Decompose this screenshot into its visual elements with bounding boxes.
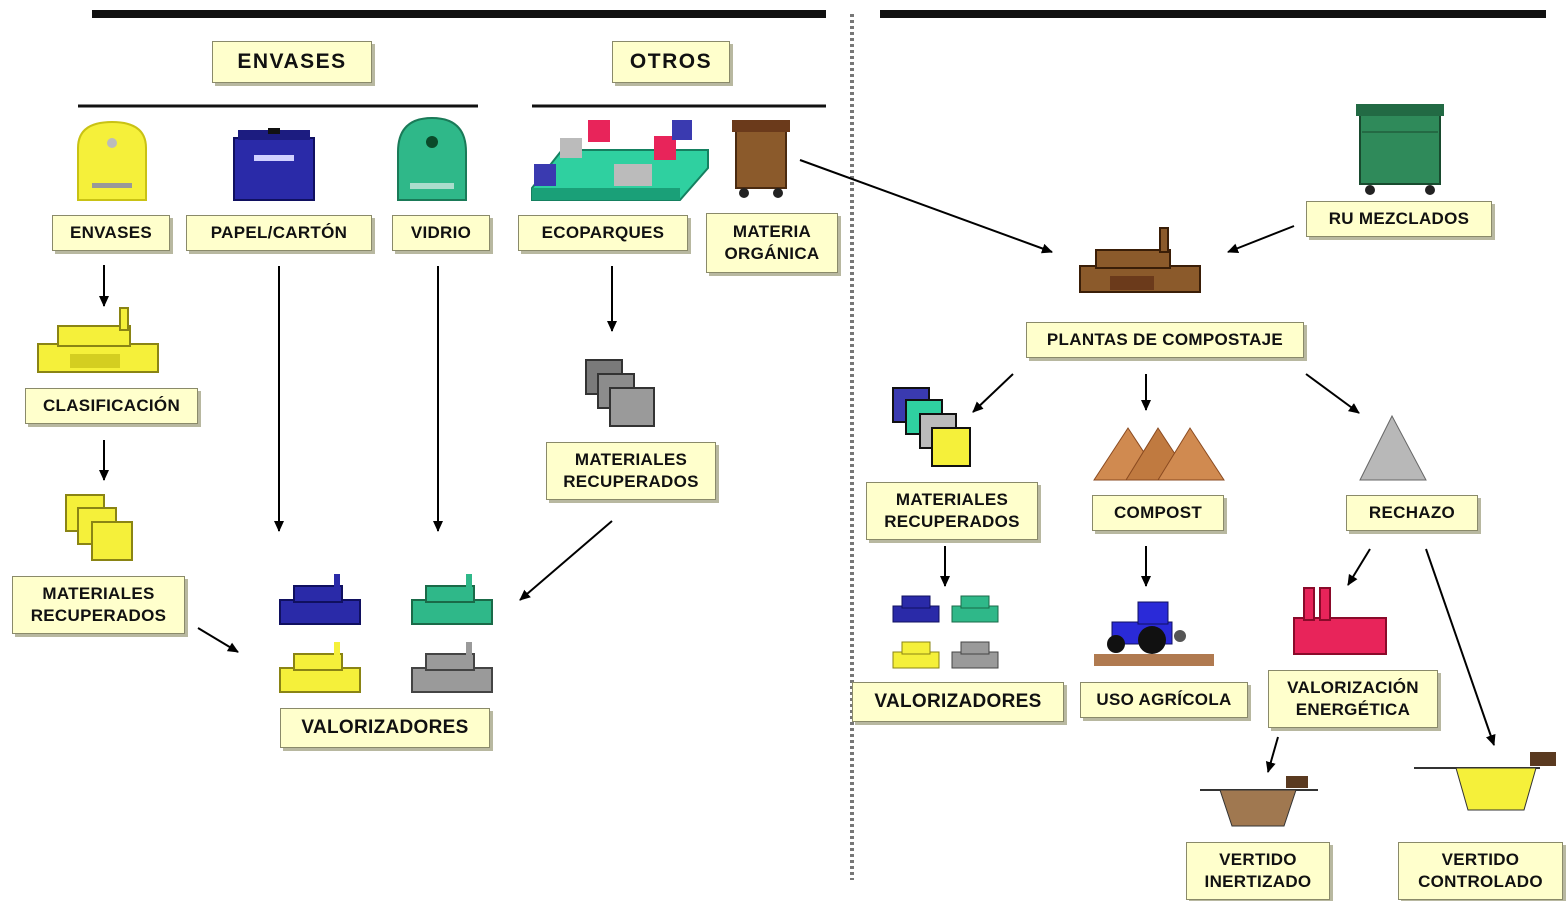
- recovered-cubes-icon: [65, 494, 133, 561]
- tractor-icon: [1094, 601, 1214, 666]
- label-valorizacion-energetica: VALORIZACIÓN ENERGÉTICA: [1268, 670, 1438, 728]
- arrow-rechazo-vertido-controlado: [1425, 548, 1496, 746]
- arrow-organica-plantas: [799, 159, 1053, 254]
- label-materia-organica: MATERIA ORGÁNICA: [706, 213, 838, 273]
- compost-pile-icon: [1093, 427, 1225, 481]
- energy-plant-icon: [1293, 587, 1387, 655]
- label-materiales-recuperados-ecoparques: MATERIALES RECUPERADOS: [546, 442, 716, 500]
- blue-plant-small-icon: [892, 595, 940, 623]
- label-valorizadores-right: VALORIZADORES: [852, 682, 1064, 722]
- label-papel-carton: PAPEL/CARTÓN: [186, 215, 372, 251]
- label-materiales-recuperados-right: MATERIALES RECUPERADOS: [866, 482, 1038, 540]
- colored-cubes-icon: [892, 387, 971, 467]
- blue-bin-icon: [233, 128, 315, 201]
- label-vidrio: VIDRIO: [392, 215, 490, 251]
- arrow-plantas-materiales: [972, 373, 1014, 413]
- yellow-bin-icon: [77, 120, 147, 201]
- arrow-materiales-valorizadores: [519, 520, 613, 601]
- green-bin-icon: [397, 116, 467, 201]
- gray-plant-small-icon: [951, 641, 999, 669]
- label-envases: ENVASES: [52, 215, 170, 251]
- top-bar-right: [880, 10, 1546, 18]
- green-plant-icon: [411, 574, 493, 625]
- label-valorizadores-left: VALORIZADORES: [280, 708, 490, 748]
- arrow-rechazo-energetica: [1347, 548, 1371, 586]
- label-clasificacion: CLASIFICACIÓN: [25, 388, 198, 424]
- controlled-landfill-icon: [1414, 752, 1556, 811]
- blue-plant-icon: [279, 574, 361, 625]
- composting-plant-icon: [1079, 227, 1201, 293]
- green-container-icon: [1356, 104, 1444, 195]
- gray-cubes-icon: [585, 359, 655, 427]
- label-uso-agricola: USO AGRÍCOLA: [1080, 682, 1248, 718]
- classification-plant-icon: [37, 307, 159, 373]
- top-bar-left: [92, 10, 826, 18]
- header-envases: ENVASES: [212, 41, 372, 83]
- arrow-materiales-valorizadores-left: [197, 627, 239, 653]
- label-vertido-controlado: VERTIDO CONTROLADO: [1398, 842, 1563, 900]
- label-rechazo: RECHAZO: [1346, 495, 1478, 531]
- arrow-plantas-rechazo: [1305, 373, 1360, 414]
- gray-plant-icon: [411, 642, 493, 693]
- label-ecoparques: ECOPARQUES: [518, 215, 688, 251]
- label-compost: COMPOST: [1092, 495, 1224, 531]
- yellow-plant-small-icon: [892, 641, 940, 669]
- arrow-ru-plantas: [1227, 225, 1295, 253]
- inert-landfill-icon: [1200, 776, 1318, 827]
- arrow-energetica-vertido-inertizado: [1265, 736, 1279, 773]
- label-ru-mezclados: RU MEZCLADOS: [1306, 201, 1492, 237]
- green-plant-small-icon: [951, 595, 999, 623]
- yellow-plant-icon: [279, 642, 361, 693]
- ecoparque-icon: [531, 120, 709, 201]
- label-plantas-compostaje: PLANTAS DE COMPOSTAJE: [1026, 322, 1304, 358]
- brown-bin-icon: [732, 120, 790, 198]
- label-materiales-recuperados-envases: MATERIALES RECUPERADOS: [12, 576, 185, 634]
- rejection-pile-icon: [1359, 414, 1427, 481]
- label-vertido-inertizado: VERTIDO INERTIZADO: [1186, 842, 1330, 900]
- header-otros: OTROS: [612, 41, 730, 83]
